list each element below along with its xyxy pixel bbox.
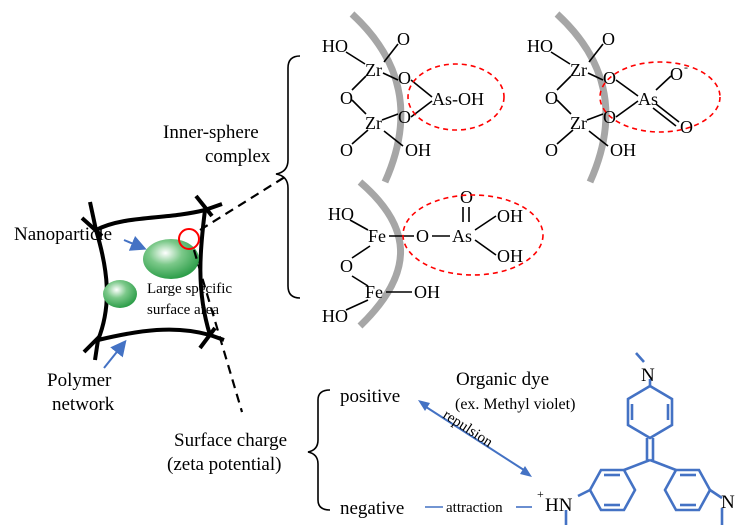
svg-text:O: O xyxy=(680,117,693,137)
repulsion-arrow-shaft xyxy=(422,404,528,473)
svg-text:O: O xyxy=(340,256,353,276)
repulsion-label: repulsion xyxy=(440,407,496,451)
svg-text:O: O xyxy=(397,29,410,49)
svg-text:HO: HO xyxy=(322,36,348,56)
svg-text:OH: OH xyxy=(414,282,440,302)
polymer-label-2: network xyxy=(52,394,115,415)
svg-text:As: As xyxy=(452,226,472,246)
svg-text:Fe: Fe xyxy=(365,282,383,302)
svg-text:OH: OH xyxy=(497,206,523,226)
svg-text:O: O xyxy=(545,88,558,108)
svg-text:O: O xyxy=(603,107,616,127)
surface-area-label-1: Large specific xyxy=(147,281,232,297)
svg-text:Zr: Zr xyxy=(365,113,382,133)
svg-text:HO: HO xyxy=(328,204,354,224)
inner-sphere-label-1: Inner-sphere xyxy=(163,122,259,143)
surface-area-label-2: surface area xyxy=(147,302,219,318)
attraction-label: attraction xyxy=(446,500,503,516)
svg-text:As: As xyxy=(638,89,658,109)
svg-text:O: O xyxy=(416,226,429,246)
polymer-label-1: Polymer xyxy=(47,370,112,391)
zoom-circle xyxy=(178,228,200,250)
positive-label: positive xyxy=(340,386,400,407)
zoom-line-upper xyxy=(199,174,289,231)
inner-sphere-brace xyxy=(275,55,301,299)
nanoparticle-small xyxy=(103,280,137,308)
svg-text:O: O xyxy=(340,88,353,108)
organic-dye-label: Organic dye xyxy=(456,369,549,390)
polymer-arrow xyxy=(103,339,127,369)
nanoparticle-arrow xyxy=(123,235,147,251)
svg-text:Zr: Zr xyxy=(570,60,587,80)
zoom-line-lower xyxy=(192,249,244,413)
svg-text:OH: OH xyxy=(497,246,523,266)
dye-n-right: N xyxy=(721,492,735,513)
repulsion-arrowhead-top xyxy=(418,400,430,411)
svg-text:O: O xyxy=(460,187,473,207)
surface-charge-label-2: (zeta potential) xyxy=(167,454,281,475)
svg-text:OH: OH xyxy=(610,140,636,160)
nanoparticle-label: Nanoparticle xyxy=(14,224,112,245)
svg-text:O: O xyxy=(398,107,411,127)
dye-hn-plus: + xyxy=(537,487,544,501)
zr-complex-2: HO O Zr O O - O As Zr O O O OH xyxy=(527,11,721,184)
svg-text:O: O xyxy=(670,64,683,84)
negative-label: negative xyxy=(340,498,404,519)
svg-text:Zr: Zr xyxy=(365,60,382,80)
surface-charge-label-1: Surface charge xyxy=(174,430,287,451)
svg-text:Zr: Zr xyxy=(570,113,587,133)
svg-text:O: O xyxy=(545,140,558,160)
svg-text:As-OH: As-OH xyxy=(432,89,484,109)
svg-text:-: - xyxy=(684,60,688,74)
svg-text:O: O xyxy=(602,29,615,49)
polymer-network xyxy=(80,194,225,361)
dye-hn: HN xyxy=(545,495,573,516)
dye-n-top: N xyxy=(641,365,655,386)
svg-text:Fe: Fe xyxy=(368,226,386,246)
methyl-violet-structure xyxy=(564,352,724,525)
dye-example-label: (ex. Methyl violet) xyxy=(455,396,575,413)
svg-text:OH: OH xyxy=(405,140,431,160)
inner-sphere-label-2: complex xyxy=(205,146,271,167)
svg-text:HO: HO xyxy=(322,306,348,326)
nanoparticle-large xyxy=(143,239,199,279)
zr-complex-1: HO O Zr O O As-OH Zr O O OH xyxy=(322,11,505,184)
surface-charge-brace xyxy=(307,389,331,511)
fe-complex: HO Fe O As O OH OH O Fe OH HO xyxy=(322,179,544,329)
svg-text:HO: HO xyxy=(527,36,553,56)
svg-text:O: O xyxy=(398,68,411,88)
svg-text:O: O xyxy=(340,140,353,160)
repulsion-arrowhead-bottom xyxy=(520,466,532,477)
